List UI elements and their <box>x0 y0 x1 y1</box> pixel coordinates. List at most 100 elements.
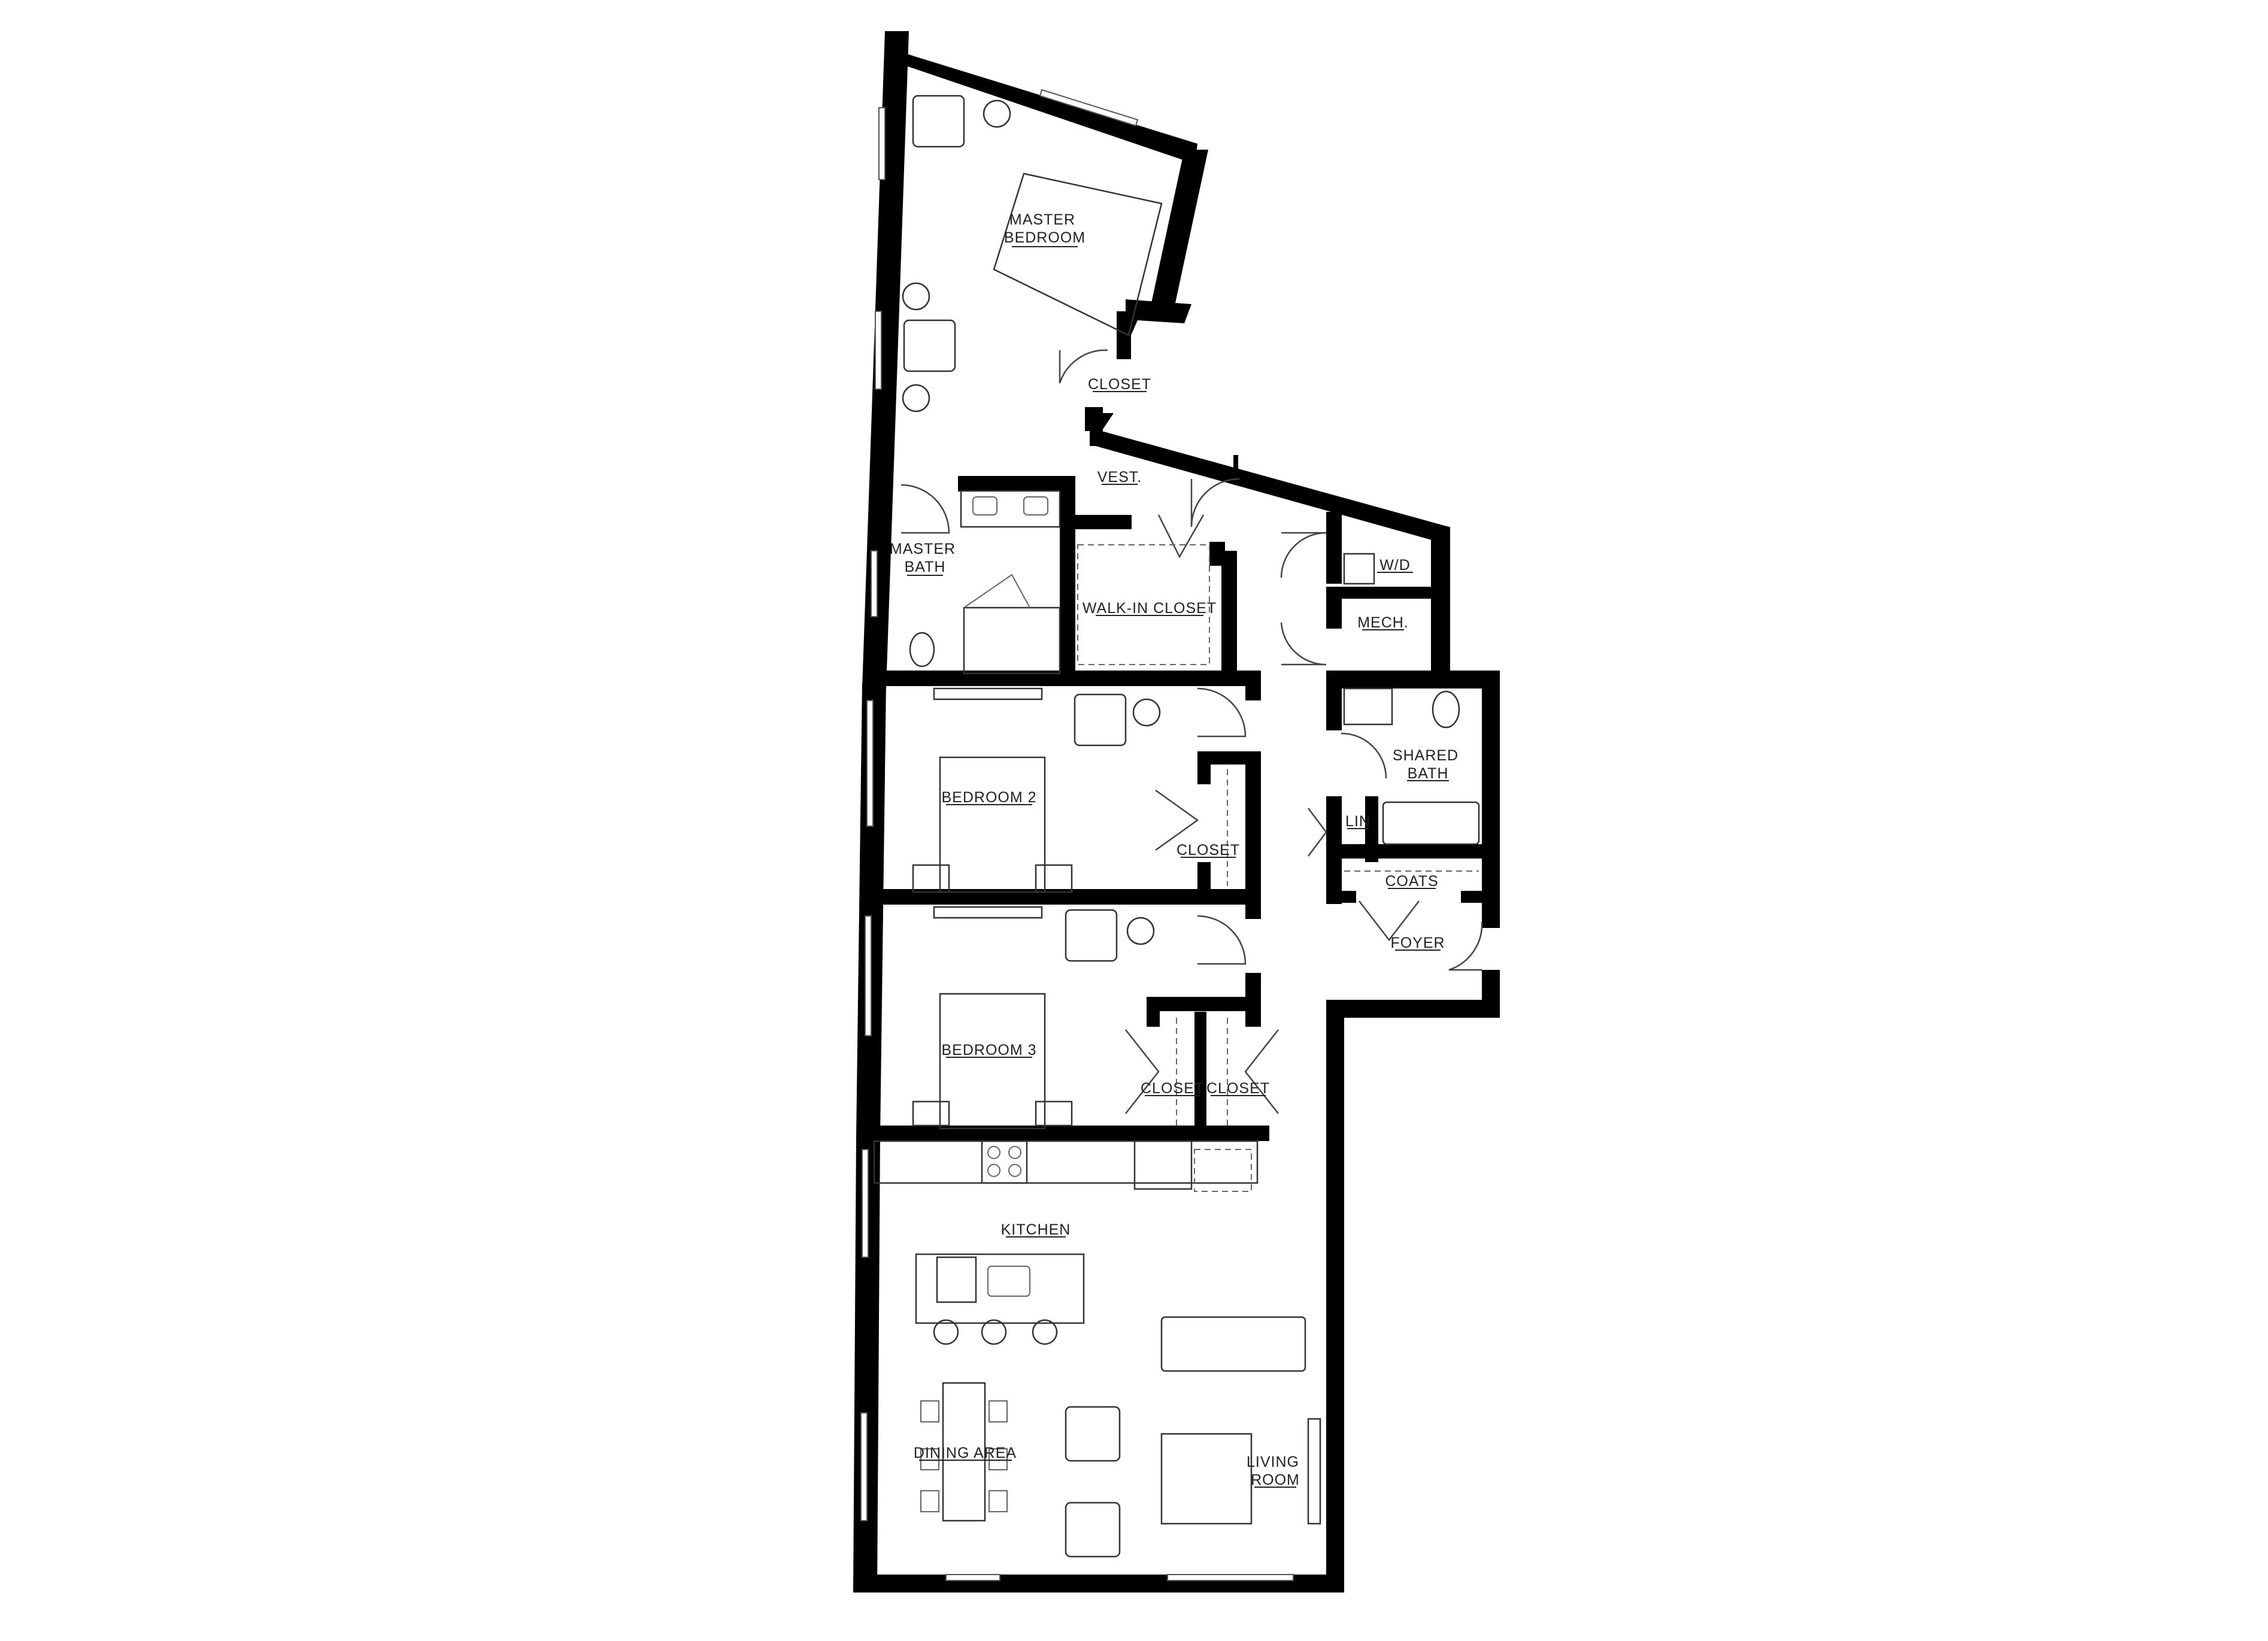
walk-in-closet-wall-east <box>1221 551 1237 680</box>
door-swing <box>1280 622 1327 666</box>
door-swing <box>900 484 950 534</box>
dining-chair <box>989 1490 1008 1512</box>
label-walk-in-closet: WALK-IN CLOSET <box>1083 600 1217 617</box>
dining-chair <box>989 1448 1008 1470</box>
armchair <box>1065 909 1118 962</box>
pantry <box>1194 1149 1252 1192</box>
door-swing <box>1359 900 1420 942</box>
label-washer-dryer: W/D <box>1379 557 1411 574</box>
bedroom2-wall-east-lower <box>1245 751 1261 895</box>
furniture <box>873 95 1480 1558</box>
label-linen: LIN <box>1345 813 1370 830</box>
master-wing-wall-west <box>862 31 909 688</box>
label-master-bedroom: MASTER BEDROOM <box>1004 211 1086 246</box>
label-line: BATH <box>905 559 946 575</box>
window <box>866 700 874 827</box>
label-master-closet: CLOSET <box>1088 376 1151 393</box>
window <box>860 1412 868 1521</box>
bedroom2-wall-east-upper <box>1245 671 1261 700</box>
exterior-walls <box>853 31 1500 1593</box>
master-closet-wall-south <box>1085 407 1103 431</box>
toilet <box>909 632 935 668</box>
side-table <box>983 99 1011 128</box>
bed <box>939 993 1046 1130</box>
dining-table <box>942 1382 986 1522</box>
vest-wall-stub <box>1233 455 1238 485</box>
label-line: BEDROOM <box>1004 229 1086 246</box>
refrigerator <box>1133 1140 1193 1190</box>
utility-wall-mid <box>1326 587 1446 599</box>
label-bedroom-2-closet: CLOSET <box>1177 842 1240 859</box>
burner <box>1008 1164 1021 1177</box>
toilet <box>1432 690 1460 729</box>
range <box>981 1140 1028 1184</box>
shared-bath-wall-north <box>1326 671 1500 688</box>
window <box>878 107 886 180</box>
burner <box>1008 1146 1021 1159</box>
bedroom3-closet-wall-north <box>1147 997 1260 1011</box>
dishwasher <box>936 1256 977 1303</box>
kitchen-counter <box>873 1140 1259 1184</box>
door-swing <box>1197 687 1247 738</box>
master-bath-wall-east <box>1060 476 1075 680</box>
sink <box>987 1266 1030 1297</box>
coats-wall-south-left <box>1326 891 1356 903</box>
door-swing <box>1157 514 1205 559</box>
master-wing-wall-north <box>885 31 1197 164</box>
door-swing <box>1197 915 1247 965</box>
label-shared-bath: SHARED BATH <box>1393 747 1463 782</box>
side-table <box>1132 698 1161 727</box>
burner <box>987 1146 1000 1159</box>
bedroom2-closet-wall-west-low <box>1197 862 1211 895</box>
side-table <box>902 282 930 311</box>
kitchen-island <box>915 1253 1085 1324</box>
window <box>871 550 878 617</box>
armchair <box>903 319 956 372</box>
door-swing <box>1341 732 1387 779</box>
bedroom2-closet-wall-north <box>1197 751 1257 765</box>
side-table <box>1126 917 1155 945</box>
stool <box>1032 1319 1058 1345</box>
door-swing <box>1244 1029 1279 1114</box>
armchair <box>1065 1406 1121 1462</box>
bed <box>939 756 1046 893</box>
bedroom3-closet-wall-east <box>1245 1006 1261 1027</box>
sofa <box>1160 1316 1306 1372</box>
sink <box>1023 496 1048 515</box>
walk-in-closet-wall-ne <box>1209 542 1225 566</box>
door-swing <box>1190 478 1240 527</box>
label-line: SHARED <box>1393 747 1459 764</box>
bedroom2-wall-north <box>874 671 1260 686</box>
label-mech: MECH. <box>1357 614 1409 631</box>
door-swing <box>1155 789 1199 851</box>
shared-bath-wall-east <box>1482 671 1500 928</box>
door-swing <box>1280 532 1327 578</box>
utility-wall-west-lower <box>1326 599 1342 629</box>
label-living-room: LIVING ROOM <box>1247 1454 1304 1488</box>
armchair <box>1074 693 1127 747</box>
vanity <box>1343 687 1393 726</box>
bedroom3-closet-divider <box>1194 1012 1206 1132</box>
bedroom3-wall-east-upper <box>1245 889 1261 919</box>
master-closet-wall <box>1126 299 1191 347</box>
dining-chair <box>920 1490 939 1512</box>
bathtub <box>1382 801 1480 845</box>
window <box>865 915 872 1036</box>
window <box>875 311 882 390</box>
master-wing-wall-east <box>1150 150 1208 311</box>
nightstand <box>912 1100 950 1127</box>
label-bedroom-2: BEDROOM 2 <box>941 789 1036 806</box>
label-coats: COATS <box>1385 873 1438 890</box>
bedroom3-closet-wall-west <box>1147 997 1160 1027</box>
bedroom-wing-wall-west <box>853 683 886 1593</box>
shower-door <box>963 574 1030 608</box>
stool <box>981 1319 1007 1345</box>
nightstand <box>1035 864 1073 893</box>
label-line: BATH <box>1408 765 1449 782</box>
window <box>1167 1574 1294 1581</box>
utility-wall-west <box>1326 512 1342 584</box>
label-line: MASTER <box>1009 211 1075 228</box>
foyer-wall-south <box>1326 1000 1500 1018</box>
label-bedroom-3: BEDROOM 3 <box>941 1042 1036 1058</box>
